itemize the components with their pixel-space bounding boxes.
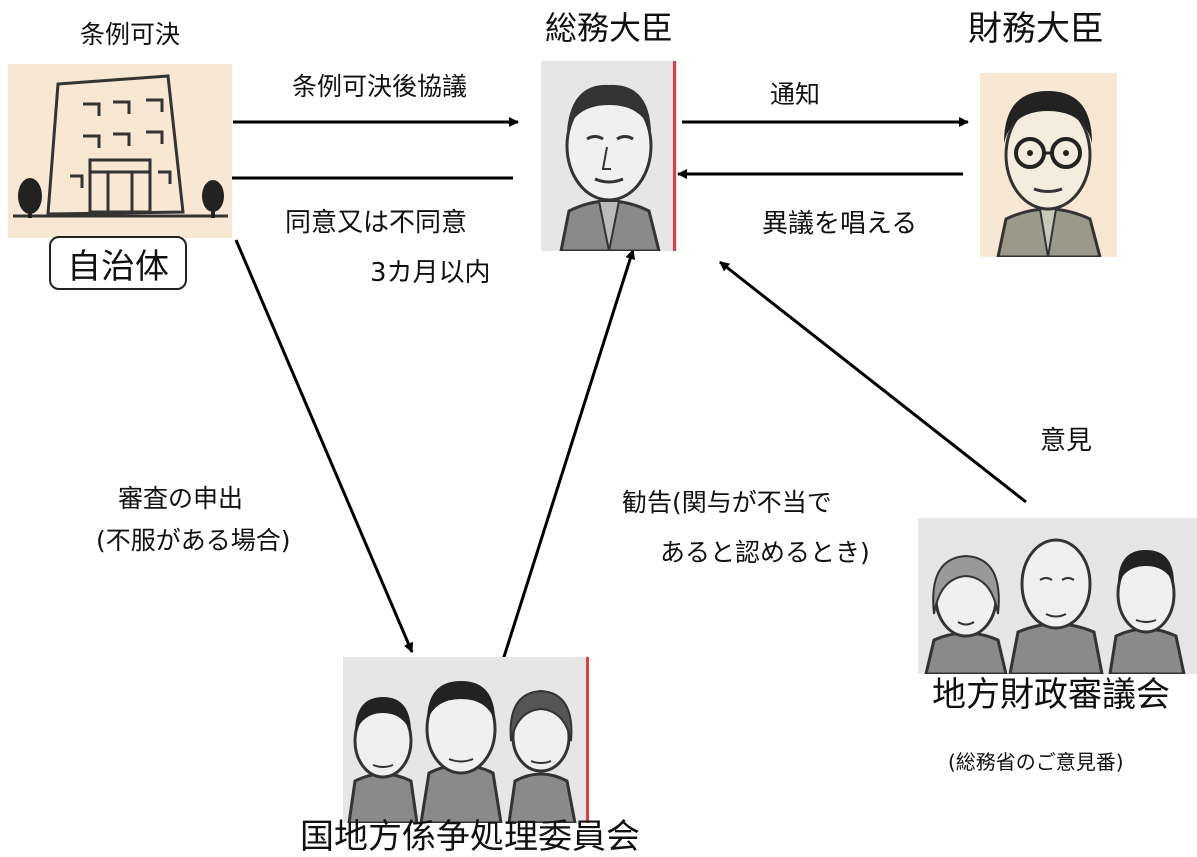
somu-daijin-title: 総務大臣: [545, 9, 674, 47]
shinsa-label-line2: (不服がある場合): [96, 526, 291, 555]
jichitai-label: 自治体: [49, 236, 187, 290]
committee-members-icon: [343, 657, 589, 825]
doi-label: 同意又は不同意: [285, 208, 468, 238]
arrow-council-to-somu: [719, 260, 1027, 504]
iken-label: 意見: [1040, 426, 1093, 456]
jorei-kaketsu-label: 条例可決: [80, 20, 181, 49]
minister-portrait-icon: [541, 61, 677, 253]
minister-with-glasses-icon: [980, 73, 1117, 259]
somusho-iken-label: (総務省のご意見番): [948, 750, 1124, 774]
arrow-jichitai-to-committee: [234, 239, 414, 653]
council-members-icon: [918, 518, 1197, 676]
kankoku-label-line1: 勧告(関与が不当で: [622, 488, 832, 517]
chiho-zaisei-title: 地方財政審議会: [932, 675, 1170, 715]
municipal-building-icon: [8, 64, 232, 238]
tsuchi-label: 通知: [770, 80, 821, 109]
kankoku-label-line2: あると認めるとき): [660, 538, 870, 567]
arrow-committee-to-somu: [501, 249, 636, 661]
kuni-chiho-title: 国地方係争処理委員会: [300, 817, 640, 857]
shinsa-label-line1: 審査の申出: [118, 484, 244, 513]
sankagetsu-label: 3カ月以内: [370, 258, 491, 288]
zaimu-daijin-title: 財務大臣: [968, 9, 1104, 49]
igi-label: 異議を唱える: [762, 209, 918, 239]
kaketsu-go-kyogi-label: 条例可決後協議: [292, 72, 468, 101]
